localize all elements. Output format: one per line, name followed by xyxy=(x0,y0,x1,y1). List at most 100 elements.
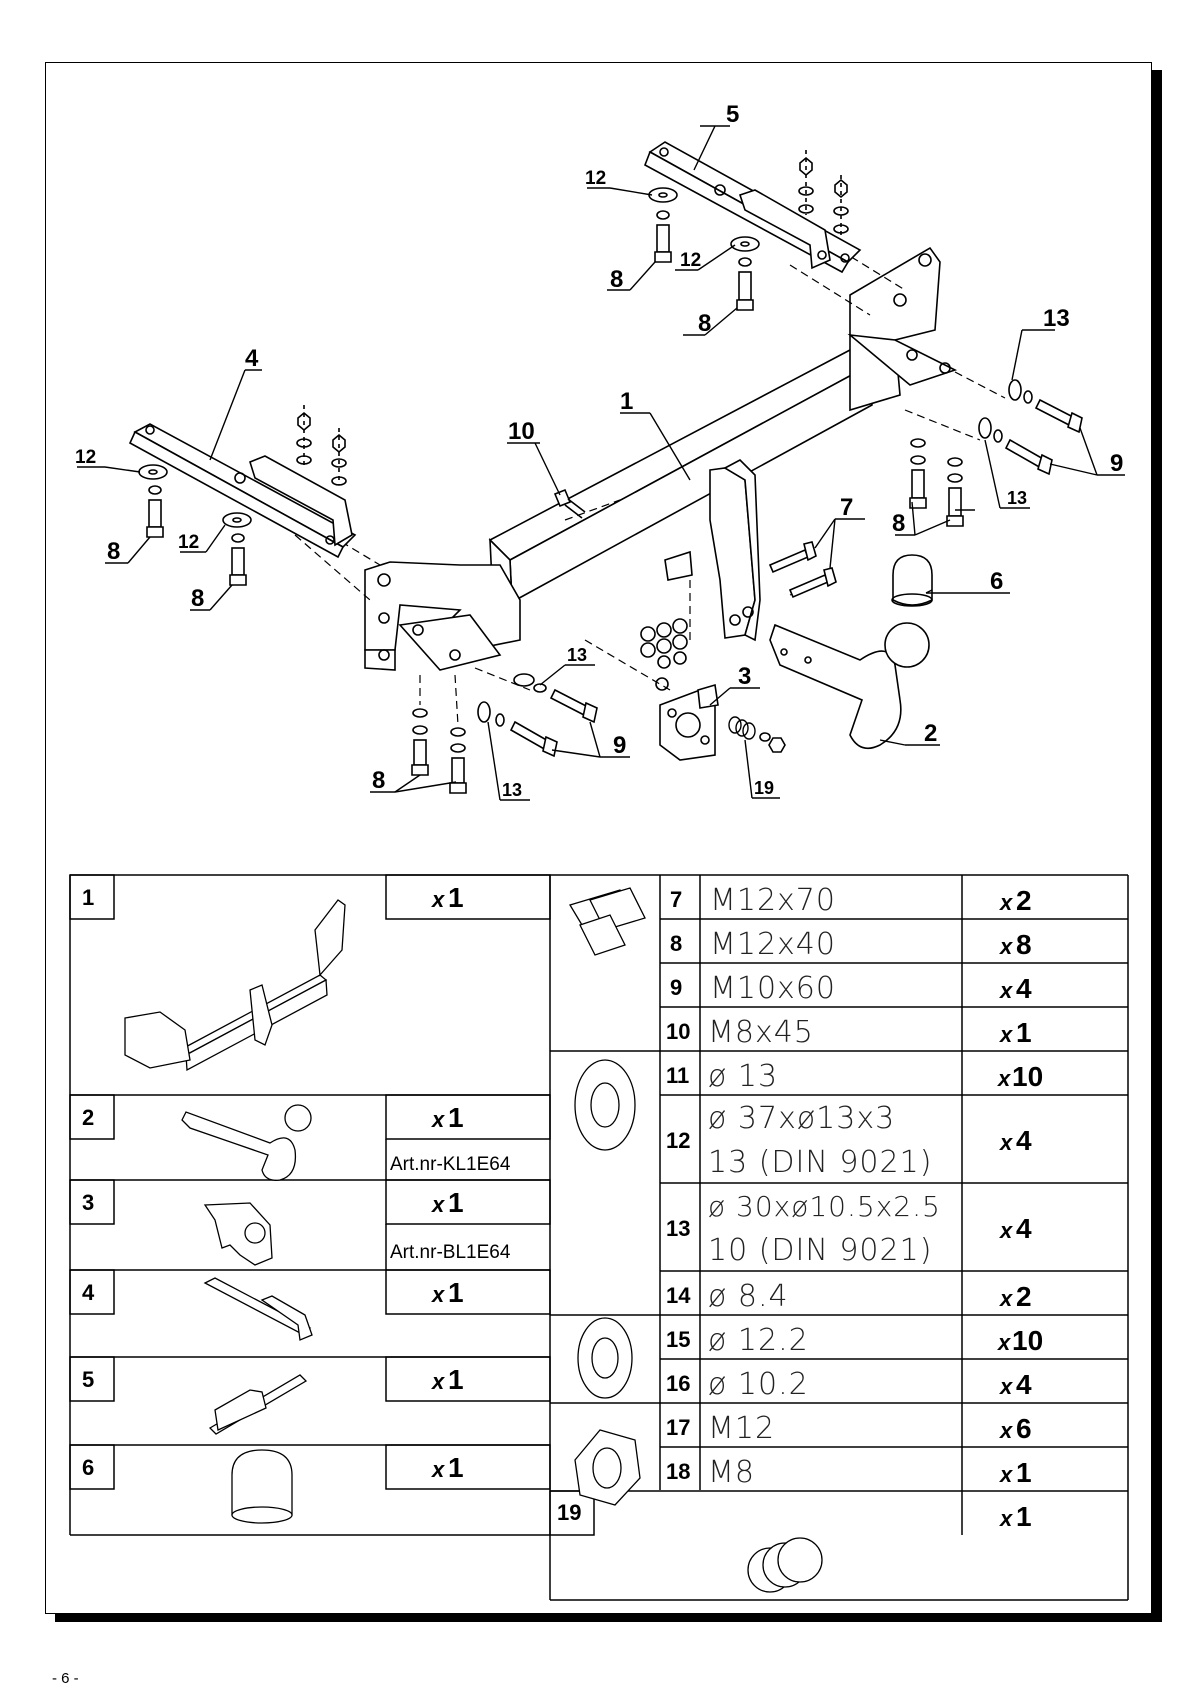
part-3-article: Art.nr-BL1E64 xyxy=(390,1242,511,1263)
part5-plate-drawing xyxy=(644,141,862,274)
part-1-x: x xyxy=(431,887,445,912)
callout-9-lower: 9 xyxy=(613,732,626,759)
part-17-x: x xyxy=(999,1418,1013,1443)
callout-12-left-a: 12 xyxy=(75,447,96,468)
callout-8-lower: 8 xyxy=(372,767,385,794)
callout-6: 6 xyxy=(990,568,1003,595)
part-9-qty: 4 xyxy=(1016,973,1032,1004)
part-8-x: x xyxy=(999,934,1013,959)
callout-8-top-b: 8 xyxy=(698,310,711,337)
part-11-qty: 10 xyxy=(1012,1061,1043,1092)
table-part-illustrations xyxy=(124,887,823,1593)
part-12-qty: 4 xyxy=(1016,1125,1032,1156)
part-3-x: x xyxy=(431,1192,445,1217)
part-10-x: x xyxy=(999,1022,1013,1047)
part-18-number: 18 xyxy=(666,1459,690,1484)
part-4-x: x xyxy=(431,1282,445,1307)
part-14-qty: 2 xyxy=(1016,1281,1032,1312)
part-13-number: 13 xyxy=(666,1216,690,1241)
part-13-x: x xyxy=(999,1218,1013,1243)
part-18-spec: M8 xyxy=(708,1455,755,1490)
callout-2: 2 xyxy=(924,720,937,747)
part-17-qty: 6 xyxy=(1016,1413,1032,1444)
callout-12-top-b: 12 xyxy=(680,250,701,271)
part-8-number: 8 xyxy=(670,931,682,956)
callout-4: 4 xyxy=(245,345,259,372)
part-14-number: 14 xyxy=(666,1283,691,1308)
part-13-spec-line1: ø 30xø10.5x2.5 xyxy=(708,1190,941,1223)
part-16-x: x xyxy=(999,1374,1013,1399)
part-16-spec: ø 10.2 xyxy=(708,1367,809,1402)
part-14-spec: ø 8.4 xyxy=(708,1279,789,1314)
part-12-spec-line1: ø 37xø13x3 xyxy=(708,1101,895,1136)
part-14-x: x xyxy=(999,1286,1013,1311)
part-2-x: x xyxy=(431,1107,445,1132)
part-5-qty: 1 xyxy=(448,1364,464,1395)
part-1-qty: 1 xyxy=(448,882,464,913)
part-3-qty: 1 xyxy=(448,1187,464,1218)
callout-13-right-b: 13 xyxy=(1007,488,1027,508)
part-4-qty: 1 xyxy=(448,1277,464,1308)
part-11-x: x xyxy=(997,1066,1011,1091)
part-17-spec: M12 xyxy=(708,1411,775,1446)
part-8-qty: 8 xyxy=(1016,929,1032,960)
part-7-x: x xyxy=(999,890,1013,915)
part-15-qty: 10 xyxy=(1012,1325,1043,1356)
callout-10: 10 xyxy=(508,418,535,445)
part-5-x: x xyxy=(431,1369,445,1394)
part4-plate-drawing xyxy=(128,423,357,559)
part-18-qty: 1 xyxy=(1016,1457,1032,1488)
part-9-x: x xyxy=(999,978,1013,1003)
part-18-x: x xyxy=(999,1462,1013,1487)
part-9-number: 9 xyxy=(670,975,682,1000)
callout-8-top-a: 8 xyxy=(610,266,623,293)
callout-8-left-b: 8 xyxy=(191,585,204,612)
part-19-qty: 1 xyxy=(1016,1501,1032,1532)
part-12-spec-line2: 13 (DIN 9021) xyxy=(708,1145,932,1180)
part-19-number: 19 xyxy=(557,1500,581,1525)
frame-shadow-right xyxy=(1152,70,1162,1622)
part-6-qty: 1 xyxy=(448,1452,464,1483)
callout-5: 5 xyxy=(726,101,739,128)
part-13-spec-line2: 10 (DIN 9021) xyxy=(708,1233,932,1268)
part-16-qty: 4 xyxy=(1016,1369,1032,1400)
callout-13-lower-a: 13 xyxy=(567,645,587,665)
part-8-spec: M12x40 xyxy=(710,927,836,962)
part-1-number: 1 xyxy=(82,885,94,910)
callout-8-right: 8 xyxy=(892,510,905,537)
part-7-qty: 2 xyxy=(1016,885,1032,916)
part-2-article: Art.nr-KL1E64 xyxy=(390,1154,511,1175)
part-12-x: x xyxy=(999,1130,1013,1155)
part-7-spec: M12x70 xyxy=(710,883,836,918)
part-15-x: x xyxy=(997,1330,1011,1355)
part-13-qty: 4 xyxy=(1016,1213,1032,1244)
part-9-spec: M10x60 xyxy=(710,971,836,1006)
part-5-number: 5 xyxy=(82,1367,94,1392)
callout-3: 3 xyxy=(738,663,751,690)
callout-19: 19 xyxy=(754,778,774,798)
part-16-number: 16 xyxy=(666,1371,690,1396)
fastener-stacks xyxy=(138,150,1083,794)
part-10-number: 10 xyxy=(666,1019,690,1044)
crossbar-drawing xyxy=(364,246,958,671)
part-15-spec: ø 12.2 xyxy=(708,1323,809,1358)
part-10-qty: 1 xyxy=(1016,1017,1032,1048)
part-6-x: x xyxy=(431,1457,445,1482)
part-7-number: 7 xyxy=(670,887,682,912)
part-12-number: 12 xyxy=(666,1128,690,1153)
part-6-number: 6 xyxy=(82,1455,94,1480)
part-2-number: 2 xyxy=(82,1105,94,1130)
part-11-spec: ø 13 xyxy=(708,1059,778,1094)
part-19-x: x xyxy=(999,1506,1013,1531)
callout-13-lower-b: 13 xyxy=(502,780,522,800)
callout-9-right: 9 xyxy=(1110,450,1123,477)
part-11-number: 11 xyxy=(666,1063,689,1088)
callout-1: 1 xyxy=(620,388,633,415)
callout-13-right-a: 13 xyxy=(1043,305,1070,332)
part-10-spec: M8x45 xyxy=(708,1015,814,1050)
part-15-number: 15 xyxy=(666,1327,690,1352)
part-3-number: 3 xyxy=(82,1190,94,1215)
page-number: - 6 - xyxy=(52,1670,79,1687)
callout-12-top-a: 12 xyxy=(585,168,606,189)
